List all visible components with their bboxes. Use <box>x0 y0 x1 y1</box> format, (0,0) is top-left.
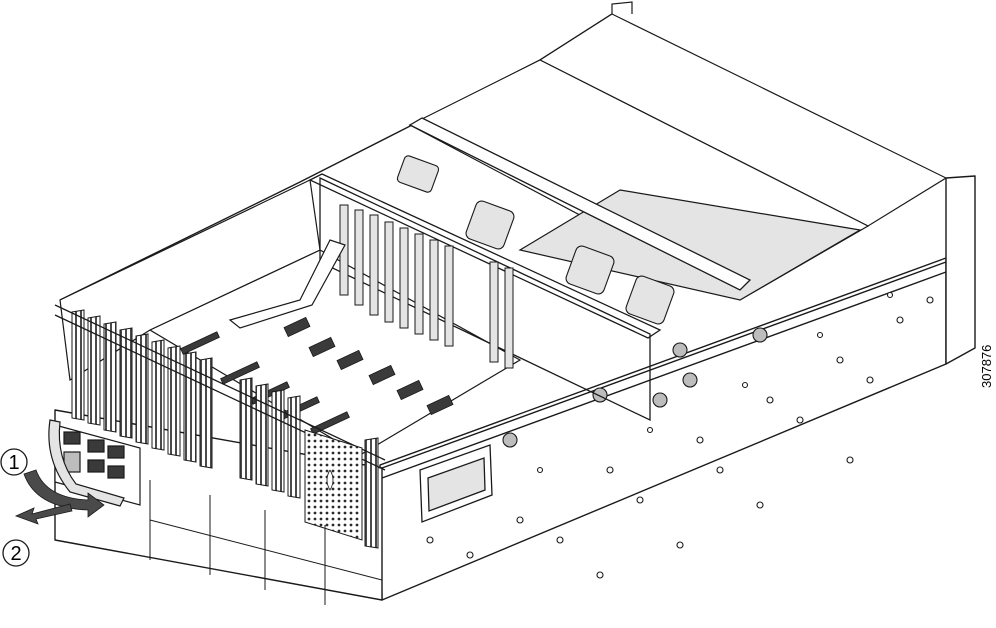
side-wall-holes <box>426 291 934 579</box>
callout-2: 2 <box>2 539 30 567</box>
cross-beam <box>308 117 752 422</box>
ethernet-port <box>107 445 125 459</box>
ethernet-port <box>87 439 105 453</box>
front-pcie-slots <box>71 309 379 549</box>
ethernet-port <box>87 459 105 473</box>
rotate-arrow <box>23 469 105 518</box>
fan-modules <box>396 155 675 325</box>
pcie-riser-cage <box>339 204 514 369</box>
front-vent-grill <box>304 429 363 541</box>
usb-port <box>63 431 81 445</box>
front-drive-bays <box>149 480 383 605</box>
callout-2-label: 2 <box>10 543 21 565</box>
pull-arrow <box>14 503 73 525</box>
chassis-rear-end-plate <box>945 175 976 365</box>
ejector-lever <box>48 419 125 507</box>
callout-1: 1 <box>0 448 28 476</box>
air-duct <box>228 239 346 329</box>
figure-id: 307876 <box>979 345 994 388</box>
ethernet-port <box>107 465 125 479</box>
side-handle <box>419 444 493 523</box>
motherboard-connectors <box>180 316 454 435</box>
callout-1-label: 1 <box>8 452 19 474</box>
